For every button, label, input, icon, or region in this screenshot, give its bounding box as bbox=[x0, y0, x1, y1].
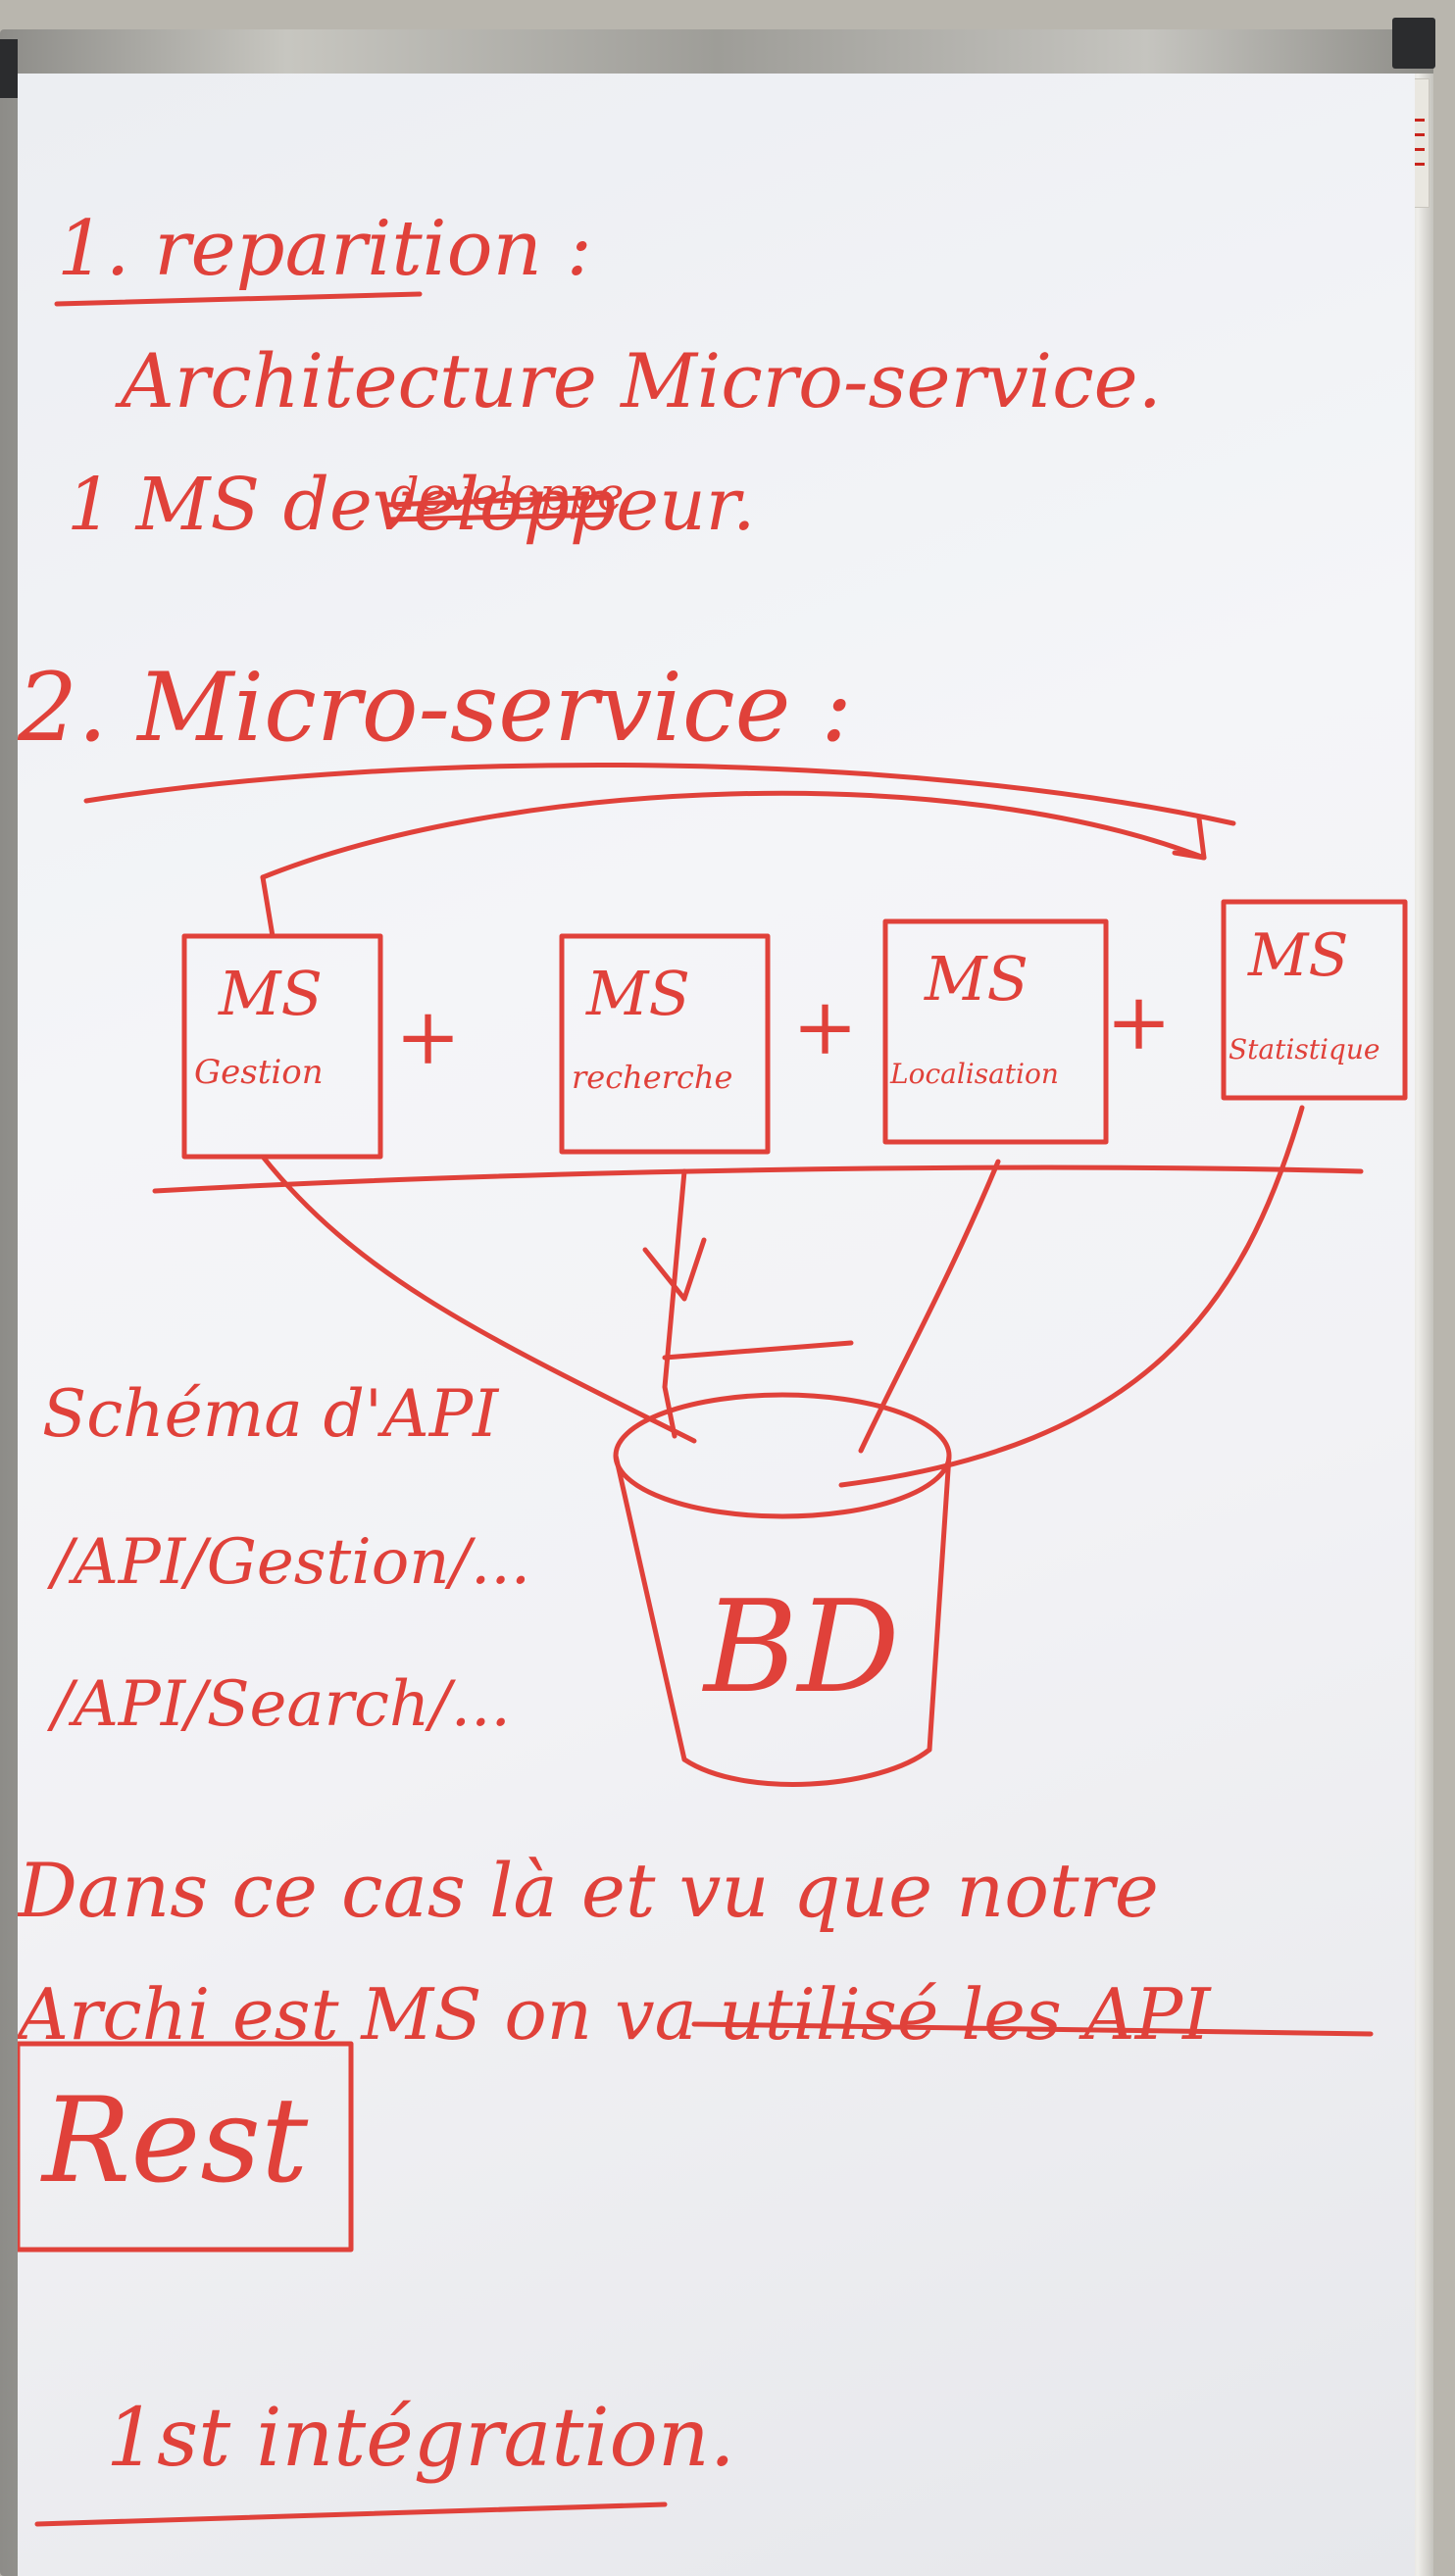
conclusion-line-1: Dans ce cas là et vu que notre bbox=[18, 1847, 1159, 1934]
api-route-2: /API/Search/... bbox=[46, 1668, 511, 1741]
plus-sign-3: + bbox=[1106, 976, 1172, 1067]
tick-line bbox=[662, 1340, 854, 1361]
svg-text:Gestion: Gestion bbox=[194, 1053, 324, 1092]
link-localisation-db bbox=[858, 1159, 1001, 1454]
svg-text:Statistique: Statistique bbox=[1229, 1033, 1380, 1065]
svg-text:Localisation: Localisation bbox=[889, 1058, 1059, 1090]
link-statistique-db bbox=[838, 1105, 1305, 1488]
section1-line1: Architecture Micro-service. bbox=[115, 337, 1162, 424]
section1-heading: 1. reparition : bbox=[57, 205, 592, 293]
arrow-head bbox=[1172, 816, 1207, 861]
plus-sign-2: + bbox=[792, 981, 858, 1072]
strike-through bbox=[382, 494, 611, 522]
api-title: Schéma d'API bbox=[42, 1376, 500, 1452]
service-recherche: MS recherche bbox=[559, 933, 771, 1155]
arrow-recherche bbox=[642, 1237, 707, 1302]
whiteboard-surface: 1. reparition : Architecture Micro-servi… bbox=[18, 74, 1415, 2576]
service-gestion: MS Gestion bbox=[181, 933, 383, 1160]
rest-box: Rest bbox=[18, 2041, 354, 2253]
frame-corner-left bbox=[0, 39, 18, 98]
arrow-tail bbox=[260, 874, 276, 939]
api-route-1: /API/Gestion/... bbox=[46, 1526, 530, 1599]
svg-text:MS: MS bbox=[924, 943, 1029, 1015]
section2-heading: 2. Micro-service : bbox=[18, 653, 852, 763]
footer-underline bbox=[34, 2502, 668, 2527]
link-gestion-db bbox=[260, 1154, 697, 1444]
svg-text:MS: MS bbox=[218, 958, 323, 1029]
frame-corner-right bbox=[1392, 18, 1435, 69]
footer-note: 1st intégration. bbox=[106, 2392, 735, 2485]
handwriting-layer: 1. reparition : Architecture Micro-servi… bbox=[18, 205, 1408, 2527]
top-curve-1 bbox=[83, 762, 1236, 826]
svg-text:MS: MS bbox=[1247, 921, 1349, 990]
struck-word: developpe bbox=[390, 468, 624, 520]
svg-text:MS: MS bbox=[585, 958, 690, 1029]
database-cylinder: BD bbox=[613, 1392, 952, 1787]
heading1-underline bbox=[54, 291, 423, 307]
conclusion-underline bbox=[691, 2021, 1374, 2037]
top-curve-2 bbox=[260, 790, 1207, 880]
svg-text:recherche: recherche bbox=[572, 1059, 732, 1096]
plus-sign-1: + bbox=[395, 991, 461, 1082]
service-localisation: MS Localisation bbox=[882, 918, 1109, 1145]
service-baseline bbox=[152, 1164, 1364, 1194]
svg-text:Rest: Rest bbox=[40, 2073, 309, 2209]
service-statistique: MS Statistique bbox=[1221, 899, 1408, 1101]
svg-text:BD: BD bbox=[702, 1572, 900, 1721]
link-recherche-db bbox=[662, 1168, 687, 1439]
